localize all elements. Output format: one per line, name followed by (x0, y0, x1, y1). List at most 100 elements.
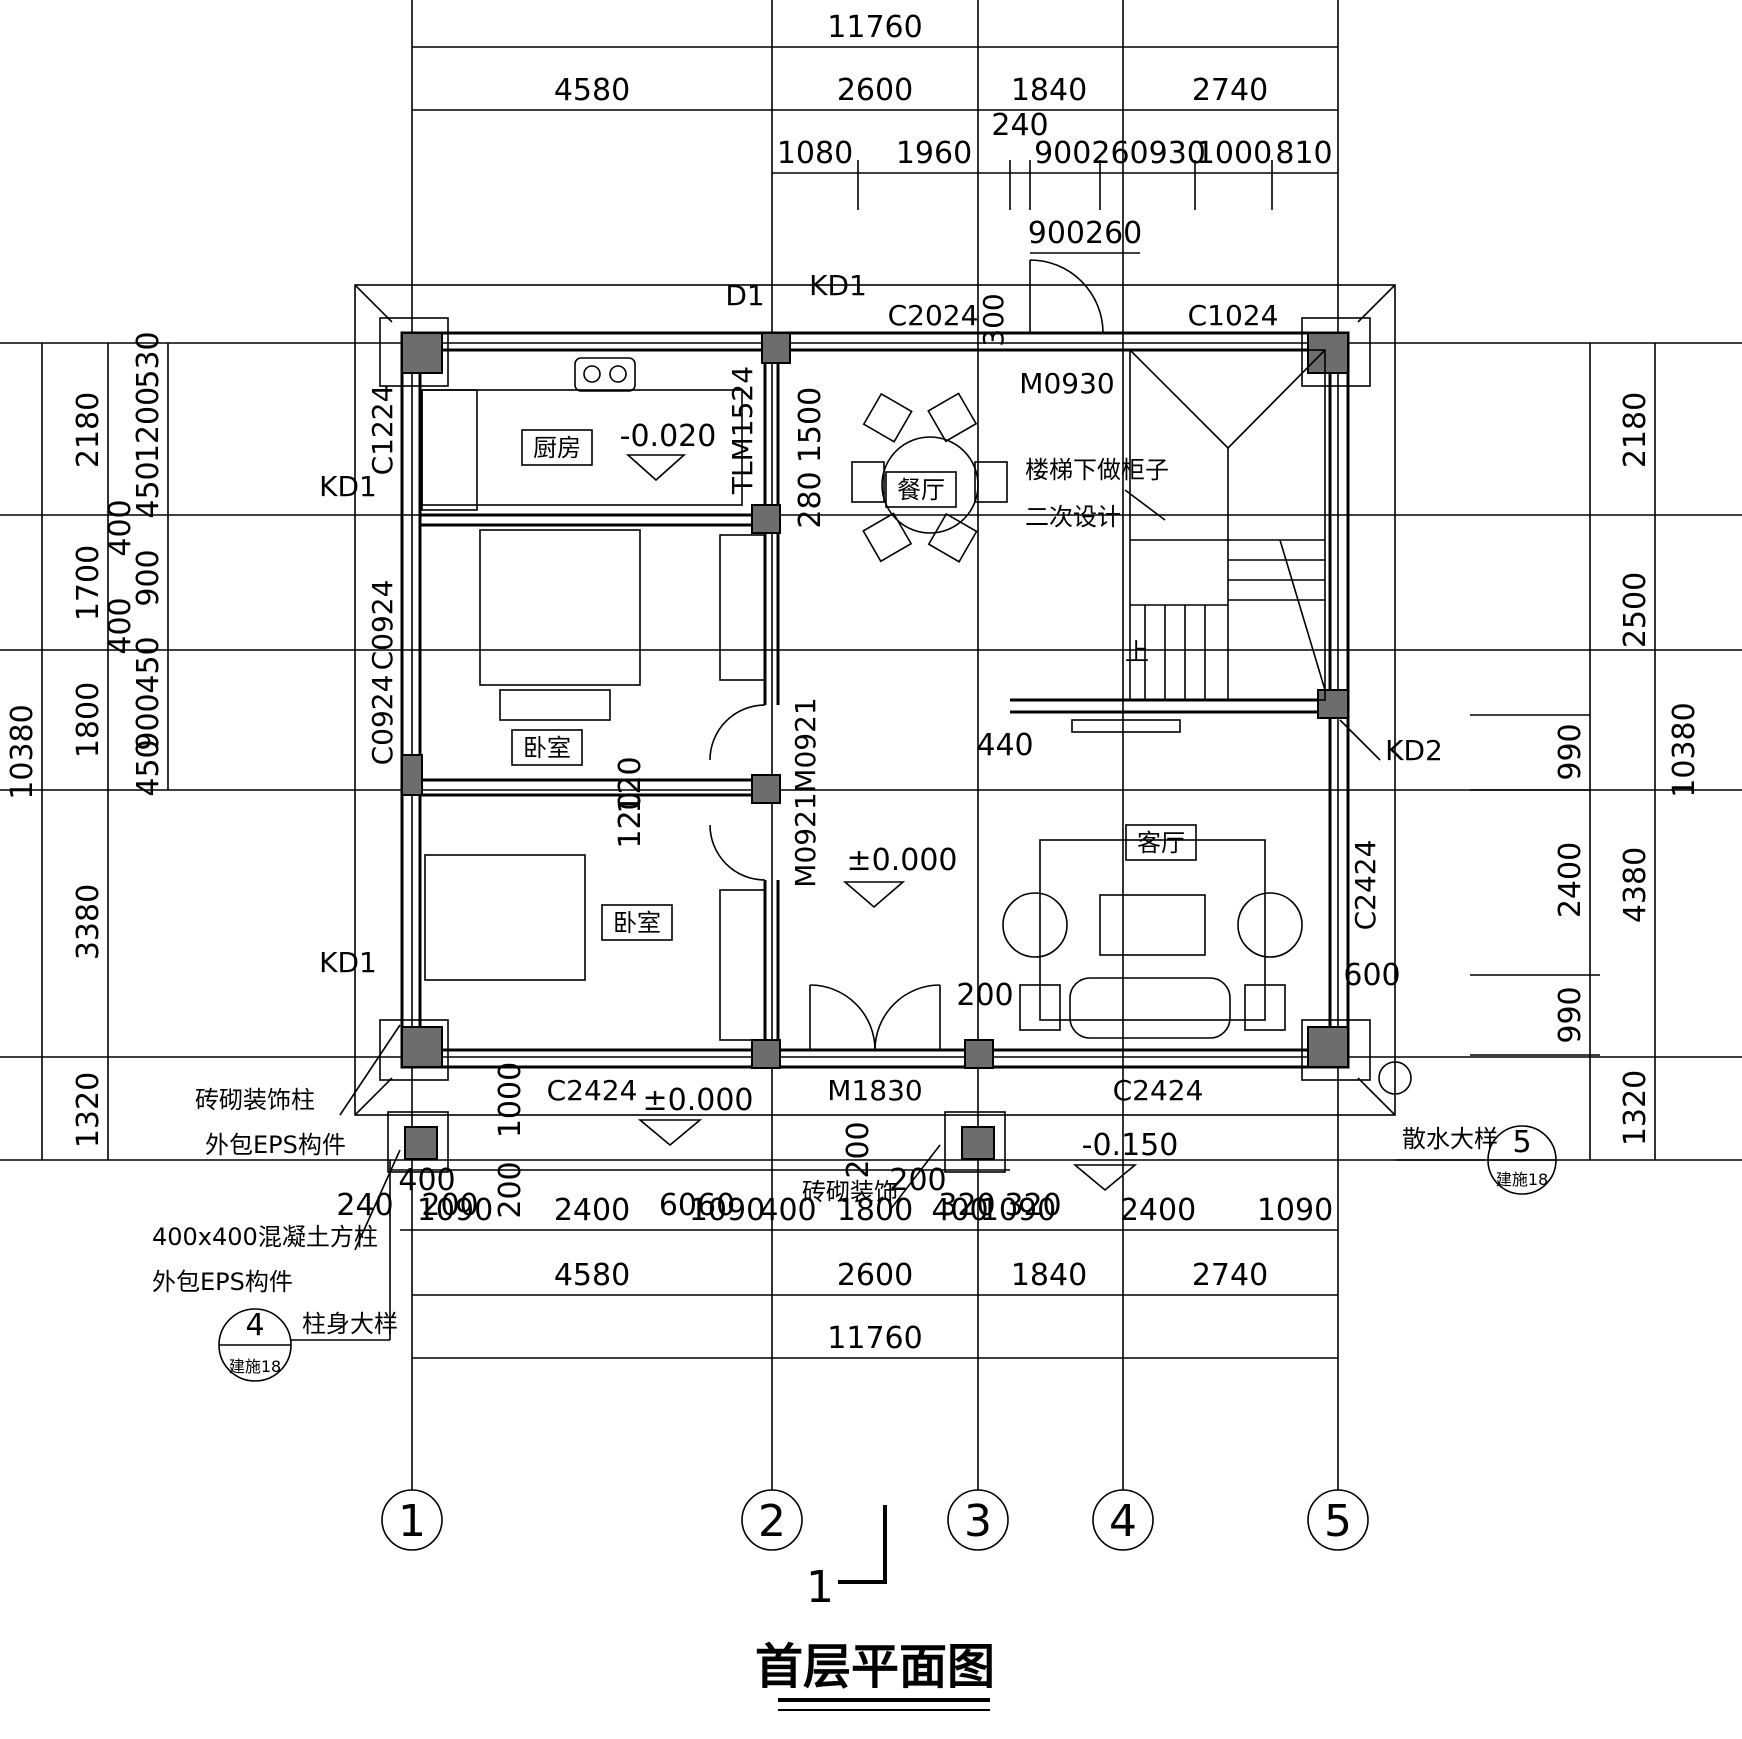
opening-tag: KD1 (319, 946, 377, 979)
callout-5: 5 建施18 散水大样 (1402, 1125, 1557, 1195)
porch-dim: 240 (336, 1188, 393, 1223)
left-detail-dim: 400 (103, 499, 138, 556)
opening-tag: C2424 (547, 1074, 638, 1107)
left-detail-dim: 900 (131, 549, 166, 606)
porch-elevation: ±0.000 (642, 1083, 753, 1118)
top-bay-dim: 4580 (554, 73, 630, 108)
porch-dim: 200 (421, 1188, 478, 1223)
callout-sheet: 建施18 (229, 1357, 281, 1376)
top-opening-dim: 1000 (1196, 136, 1272, 171)
left-detail-dim: 450 (131, 636, 166, 693)
opening-tag: 300 (977, 293, 1010, 346)
right-bay-dim: 2500 (1618, 572, 1653, 648)
porch-dim: 200 (889, 1163, 946, 1198)
misc-dim: 1000 (493, 1062, 528, 1138)
opening-tag: C2424 (1349, 840, 1382, 931)
opening-tag: M0921 (789, 792, 822, 887)
opening-tag: KD1 (809, 269, 867, 302)
misc-dim: 200 (841, 1121, 876, 1178)
top-bay-dim: 2740 (1192, 73, 1268, 108)
right-total-dim: 10380 (1667, 702, 1702, 797)
axis-label: 3 (964, 1496, 992, 1547)
axis-label: 4 (1109, 1496, 1137, 1547)
callout-label: 柱身大样 (302, 1310, 398, 1338)
opening-tag: KD1 (319, 470, 377, 503)
left-detail-dim: 450 (131, 461, 166, 518)
axis-grid-lines (0, 0, 1742, 1490)
opening-tag: C2024 (888, 299, 979, 332)
opening-tag: KD2 (1385, 734, 1443, 767)
room-kitchen: 厨房 (533, 434, 581, 462)
misc-dim: 1500 (793, 387, 828, 463)
drawing-title: 首层平面图 (755, 1639, 995, 1695)
column-note: 外包EPS构件 (205, 1131, 346, 1159)
right-detail-dim: 2400 (1553, 842, 1588, 918)
opening-tag: C0924 (366, 580, 399, 671)
porch-dim: 320 (938, 1188, 995, 1223)
bottom-opening-dim: 400 (931, 1193, 988, 1228)
bottom-opening-dim: 1090 (689, 1193, 765, 1228)
right-dimensions (1470, 343, 1656, 1160)
left-bay-dim: 3380 (71, 884, 106, 960)
left-bay-dim: 2180 (71, 392, 106, 468)
right-bay-dim: 1320 (1618, 1070, 1653, 1146)
leader-lines (290, 489, 1485, 1341)
top-door-dim: 900260 (1028, 216, 1143, 251)
porch-dim: 400 (398, 1163, 455, 1198)
bottom-dimensions (390, 1169, 1338, 1359)
bottom-bay-dim: 4580 (554, 1258, 630, 1293)
opening-tag: M0930 (1019, 367, 1114, 400)
kitchen-counter (421, 357, 743, 511)
misc-dim: 440 (976, 728, 1033, 763)
axis-bubbles (381, 1489, 1369, 1551)
left-detail-dim: 900 (131, 693, 166, 750)
callout-4: 4 建施18 柱身大样 (218, 1308, 398, 1382)
eave-outline (354, 284, 1396, 1116)
opening-tag: C1224 (366, 385, 399, 476)
column-note: 400x400混凝土方柱 (152, 1223, 378, 1251)
door-swings (709, 259, 1104, 1051)
misc-dim: 120 (613, 791, 648, 848)
misc-dim: 600 (1343, 958, 1400, 993)
axis-label: 1 (398, 1496, 426, 1547)
left-detail-dim: 1200 (131, 387, 166, 463)
bottom-bay-dim: 2740 (1192, 1258, 1268, 1293)
misc-dim: 200 (956, 978, 1013, 1013)
top-opening-dim: 810 (1275, 136, 1332, 171)
stair-note-2: 二次设计 (1025, 503, 1121, 531)
drain-symbol (1378, 1061, 1412, 1095)
column-note: 砖砌装饰柱 (195, 1086, 315, 1114)
living-furniture (1002, 719, 1303, 1039)
callout-label: 散水大样 (1402, 1125, 1498, 1153)
dining-table (851, 392, 1008, 563)
living-elevation: ±0.000 (846, 843, 957, 878)
room-bedroom: 卧室 (523, 734, 571, 762)
bottom-opening-dim: 400 (759, 1193, 816, 1228)
staircase (1129, 349, 1326, 701)
bedroom-furniture (424, 529, 766, 1041)
structural-columns (401, 332, 1349, 1160)
axis-label: 5 (1324, 1496, 1352, 1547)
misc-dim: 200 (493, 1161, 528, 1218)
bottom-opening-dim: 1090 (1257, 1193, 1333, 1228)
right-bay-dim: 2180 (1618, 392, 1653, 468)
opening-tag: D1 (725, 279, 764, 312)
right-detail-dim: 990 (1553, 986, 1588, 1043)
room-dining: 餐厅 (897, 476, 945, 504)
top-bay-dim: 2600 (837, 73, 913, 108)
top-opening-dim: 1080 (777, 136, 853, 171)
left-dimensions (41, 343, 169, 1160)
left-detail-dim: 530 (131, 331, 166, 388)
left-detail-dim: 450 (131, 739, 166, 796)
bottom-opening-dim: 1090 (980, 1193, 1056, 1228)
axis-label: 2 (758, 1496, 786, 1547)
porch-dim: 6060 (659, 1188, 735, 1223)
top-opening-dim: 900260930 (1034, 136, 1206, 171)
misc-dim: 280 (793, 471, 828, 528)
top-opening-dim: 240 (991, 108, 1048, 143)
left-detail-dim: 400 (103, 597, 138, 654)
room-living: 客厅 (1137, 829, 1185, 857)
bottom-bay-dim: 2600 (837, 1258, 913, 1293)
bottom-opening-dim: 2400 (554, 1193, 630, 1228)
